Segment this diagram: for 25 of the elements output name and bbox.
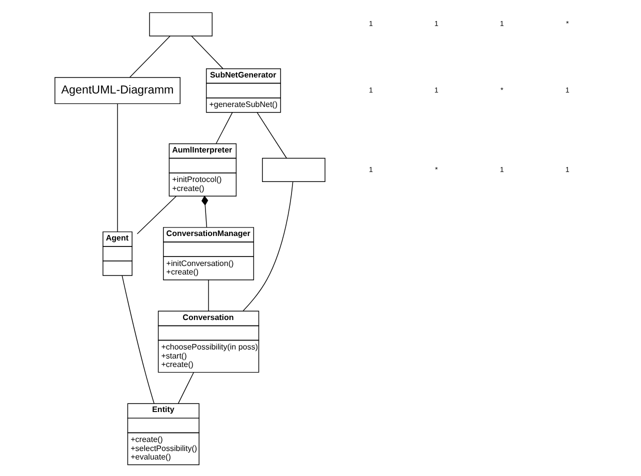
connector <box>200 196 208 228</box>
node-box <box>148 12 212 36</box>
node-box <box>262 158 325 182</box>
label: 1 <box>564 164 569 174</box>
connector <box>256 112 286 159</box>
label: * <box>500 85 503 94</box>
label: 1 <box>368 19 372 28</box>
connector <box>190 36 223 69</box>
label: 1 <box>499 19 504 28</box>
connector <box>136 196 176 234</box>
connector <box>121 275 154 404</box>
label: 1 <box>564 85 569 94</box>
label: 1 <box>499 164 504 174</box>
connector <box>215 112 232 144</box>
connector <box>128 36 170 78</box>
label: 1 <box>368 164 372 174</box>
label: 1 <box>368 85 372 94</box>
label: * <box>434 164 438 174</box>
connector <box>116 103 118 232</box>
label: * <box>566 19 568 28</box>
connector <box>177 372 194 404</box>
label: 1 <box>434 19 438 28</box>
node-box: AgentUML-Diagramm <box>54 77 180 104</box>
label: 1 <box>434 85 438 94</box>
connector <box>242 182 293 312</box>
